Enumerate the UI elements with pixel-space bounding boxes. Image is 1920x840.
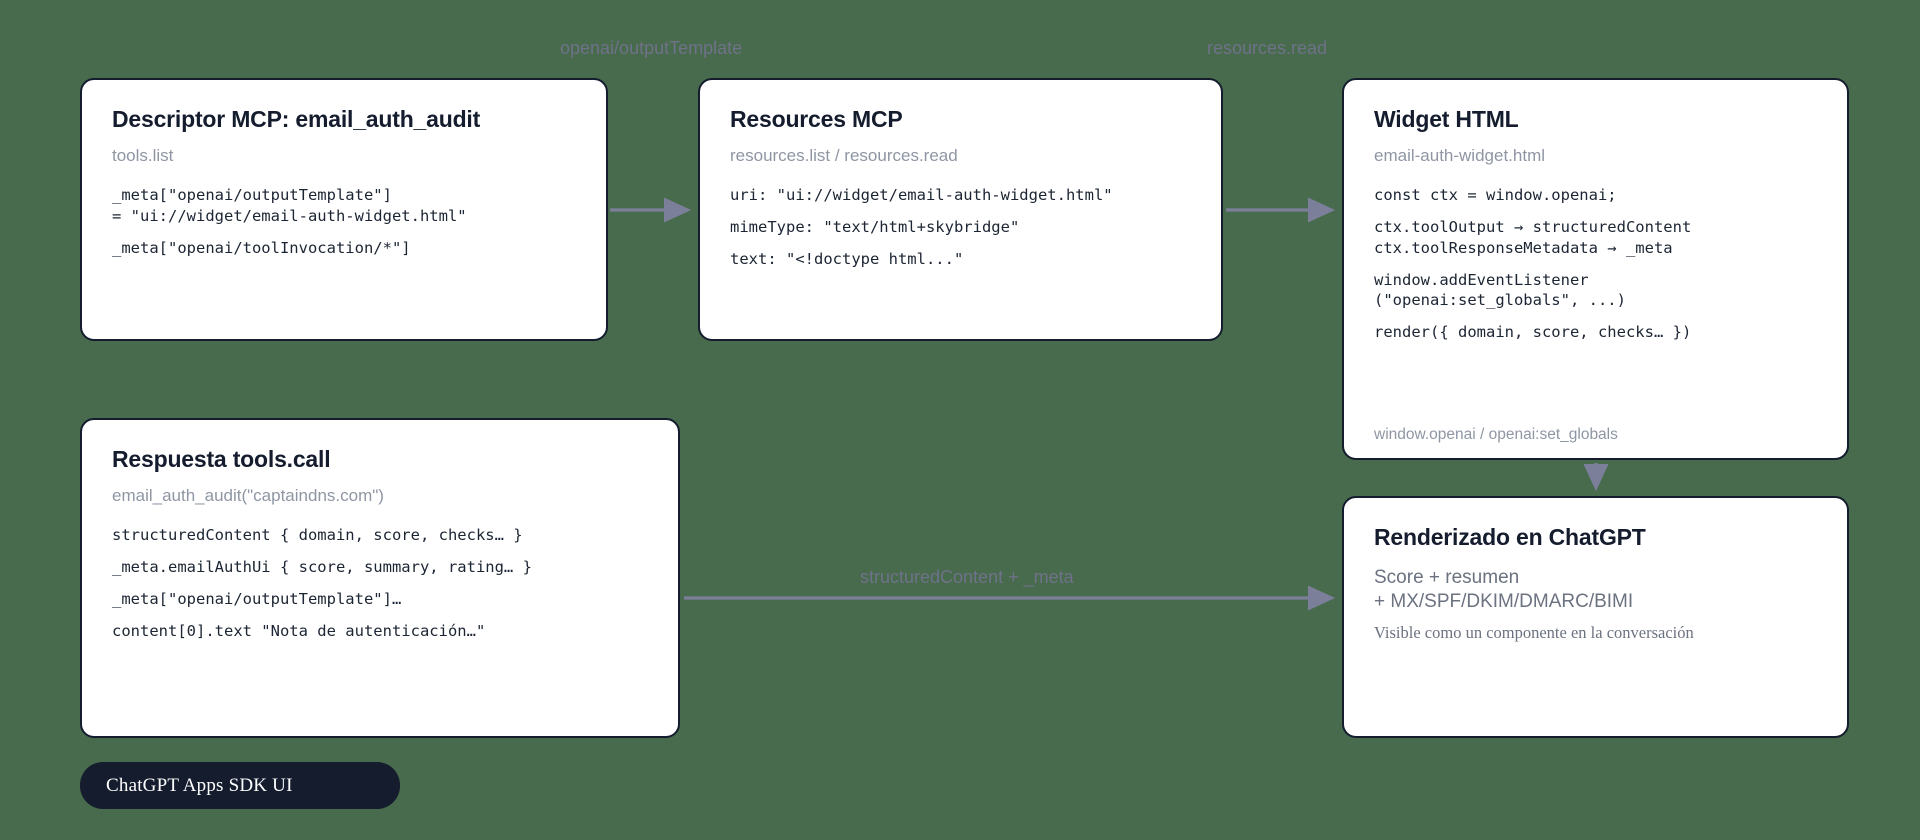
code-line: ("openai:set_globals", ...) xyxy=(1374,291,1626,310)
code-line: uri: "ui://widget/email-auth-widget.html… xyxy=(730,185,1113,204)
card-title: Descriptor MCP: email_auth_audit xyxy=(112,106,481,132)
card-title: Respuesta tools.call xyxy=(112,446,331,472)
code-line: ctx.toolOutput → structuredContent xyxy=(1374,217,1692,236)
card-resources-mcp[interactable]: Resources MCP resources.list / resources… xyxy=(698,78,1223,341)
footer-badge-label: ChatGPT Apps SDK UI xyxy=(106,774,293,796)
footer-badge[interactable]: ChatGPT Apps SDK UI xyxy=(80,762,400,809)
card-subtitle: email-auth-widget.html xyxy=(1374,145,1546,165)
rendered-note: Visible como un componente en la convers… xyxy=(1374,622,1694,642)
card-subtitle: email_auth_audit("captaindns.com") xyxy=(112,485,384,505)
code-line: mimeType: "text/html+skybridge" xyxy=(730,217,1020,236)
card-code-block: _meta["openai/outputTemplate"] = "ui://w… xyxy=(112,186,576,258)
code-line: const ctx = window.openai; xyxy=(1374,185,1617,204)
code-line: _meta.emailAuthUi { score, summary, rati… xyxy=(112,557,532,576)
code-line: = "ui://widget/email-auth-widget.html" xyxy=(112,206,467,225)
edge-label-resources-read: resources.read xyxy=(1207,38,1328,58)
edge-label-structured-content-meta: structuredContent + _meta xyxy=(860,567,1074,587)
code-line: _meta["openai/outputTemplate"] xyxy=(112,185,392,204)
card-descriptor-mcp[interactable]: Descriptor MCP: email_auth_audit tools.l… xyxy=(80,78,608,341)
code-line: text: "<!doctype html..." xyxy=(730,249,964,268)
rendered-line: + MX/SPF/DKIM/DMARC/BIMI xyxy=(1374,591,1634,613)
card-subtitle: tools.list xyxy=(112,145,174,165)
code-line: content[0].text "Nota de autenticación…" xyxy=(112,621,486,640)
card-title: Renderizado en ChatGPT xyxy=(1374,524,1646,550)
card-title: Widget HTML xyxy=(1374,106,1519,132)
card-respuesta-tools-call[interactable]: Respuesta tools.call email_auth_audit("c… xyxy=(80,418,680,738)
code-line: window.addEventListener xyxy=(1374,270,1589,289)
card-code-block: const ctx = window.openai; ctx.toolOutpu… xyxy=(1374,186,1817,342)
code-line: structuredContent { domain, score, check… xyxy=(112,525,523,544)
code-line: ctx.toolResponseMetadata → _meta xyxy=(1374,238,1673,257)
card-footnote: window.openai / openai:set_globals xyxy=(1374,426,1618,443)
rendered-line: Score + resumen xyxy=(1374,566,1520,588)
card-title: Resources MCP xyxy=(730,106,903,132)
code-line: render({ domain, score, checks… }) xyxy=(1374,323,1692,342)
code-line: _meta["openai/outputTemplate"]… xyxy=(112,589,402,608)
card-renderizado-en-chatgpt[interactable]: Renderizado en ChatGPT Score + resumen +… xyxy=(1342,496,1849,738)
code-line: _meta["openai/toolInvocation/*"] xyxy=(112,238,411,257)
edge-label-openai-output-template: openai/outputTemplate xyxy=(560,38,743,58)
card-widget-html[interactable]: Widget HTML email-auth-widget.html const… xyxy=(1342,78,1849,460)
card-subtitle: resources.list / resources.read xyxy=(730,145,958,165)
card-code-block: structuredContent { domain, score, check… xyxy=(112,526,648,641)
card-code-block: uri: "ui://widget/email-auth-widget.html… xyxy=(730,186,1191,269)
